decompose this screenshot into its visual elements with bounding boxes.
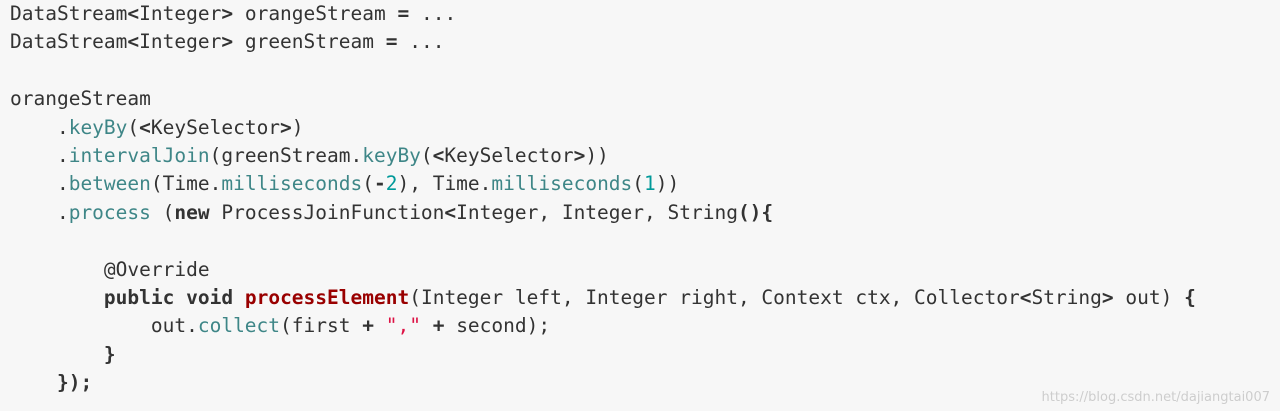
code-token: < (139, 115, 151, 139)
code-token: new (174, 200, 210, 224)
code-token: orangeStream (10, 87, 151, 111)
code-token: String (1031, 285, 1102, 309)
code-token (174, 286, 186, 309)
code-line: ​ (10, 227, 1280, 255)
code-token: orangeStream (233, 2, 398, 25)
code-token: < (1019, 285, 1032, 309)
code-line: .between(Time.milliseconds(-2), Time.mil… (10, 170, 1280, 198)
code-token (374, 314, 386, 337)
code-token: = (397, 2, 410, 25)
code-token: public (103, 285, 175, 309)
code-token: keyBy (68, 115, 128, 139)
code-token: ( (127, 115, 140, 139)
code-token: process (68, 200, 151, 224)
code-token: . (10, 200, 69, 224)
code-line: public void processElement(Integer left,… (10, 284, 1280, 312)
code-listing: DataStream<Integer> orangeStream = ...Da… (10, 0, 1280, 397)
code-token: (greenStream. (209, 143, 363, 167)
code-line: @Override (10, 256, 1280, 284)
code-token: greenStream (233, 30, 386, 54)
code-token: < (127, 30, 140, 54)
code-token: ), Time. (397, 172, 492, 196)
code-line: DataStream<Integer> orangeStream = ... (10, 0, 1280, 28)
code-token: 2 (385, 172, 398, 196)
code-token: }); (10, 371, 93, 395)
code-token: - (373, 172, 386, 196)
code-token: = (385, 30, 398, 54)
code-line: .keyBy(<KeySelector>) (10, 114, 1280, 142)
code-token: collect (197, 314, 281, 338)
code-token: Integer, Integer, String (456, 200, 738, 224)
code-token (233, 286, 245, 309)
code-token: ) (291, 115, 304, 139)
code-token: { (1184, 285, 1196, 309)
code-token: > (573, 143, 586, 167)
code-token: out. (10, 314, 198, 338)
code-token: between (68, 172, 151, 196)
watermark: https://blog.csdn.net/dajiangtai007 (1041, 390, 1270, 405)
code-token: + (362, 314, 374, 338)
code-token: keyBy (362, 143, 421, 167)
code-token: Integer (139, 2, 222, 25)
code-token: ( (150, 200, 175, 224)
code-token: ProcessJoinFunction (209, 200, 445, 224)
code-token: intervalJoin (68, 143, 210, 167)
code-line: orangeStream (10, 85, 1280, 113)
code-line: DataStream<Integer> greenStream = ... (10, 28, 1280, 56)
code-token: void (186, 285, 234, 309)
code-token: > (221, 30, 234, 54)
code-token: )) (655, 172, 680, 196)
code-token: ( (632, 172, 645, 196)
code-token: DataStream (10, 30, 128, 54)
code-token: out) (1113, 285, 1185, 309)
code-token: ... (409, 2, 457, 25)
code-token: ( (362, 172, 374, 196)
code-token: DataStream (10, 2, 128, 25)
code-token: < (444, 200, 457, 224)
code-line: out.collect(first + "," + second); (10, 312, 1280, 340)
code-token: (Integer left, Integer right, Context ct… (409, 285, 1020, 309)
code-token: . (10, 143, 69, 167)
code-token: KeySelector (444, 143, 574, 167)
code-token: milliseconds (221, 172, 363, 196)
code-line: ​ (10, 57, 1280, 85)
code-line: }); (10, 369, 1280, 397)
code-token: KeySelector (150, 115, 281, 139)
code-token: > (280, 115, 292, 139)
code-token: second); (444, 314, 551, 338)
code-line: .process (new ProcessJoinFunction<Intege… (10, 199, 1280, 227)
code-token: processElement (244, 285, 410, 309)
code-token: "," (385, 314, 421, 338)
code-token (421, 314, 433, 337)
code-line: } (10, 341, 1280, 369)
code-token: } (10, 342, 116, 366)
code-token: < (127, 2, 140, 25)
code-token (10, 286, 104, 309)
code-token: @Override (10, 257, 210, 281)
code-token: ( (420, 143, 433, 167)
code-token: . (10, 115, 69, 139)
code-token: (Time. (150, 172, 222, 196)
code-token: ... (397, 30, 445, 54)
code-token: > (1101, 285, 1114, 309)
code-token: )) (585, 143, 609, 167)
code-token: > (221, 2, 234, 25)
code-token: + (432, 314, 445, 338)
code-token: milliseconds (491, 172, 633, 196)
code-token: 1 (644, 172, 656, 196)
code-token: (first (280, 314, 363, 338)
code-token: < (432, 143, 445, 167)
code-token: Integer (139, 30, 222, 54)
code-token: . (10, 172, 69, 196)
code-line: .intervalJoin(greenStream.keyBy(<KeySele… (10, 142, 1280, 170)
code-token: (){ (737, 200, 774, 224)
